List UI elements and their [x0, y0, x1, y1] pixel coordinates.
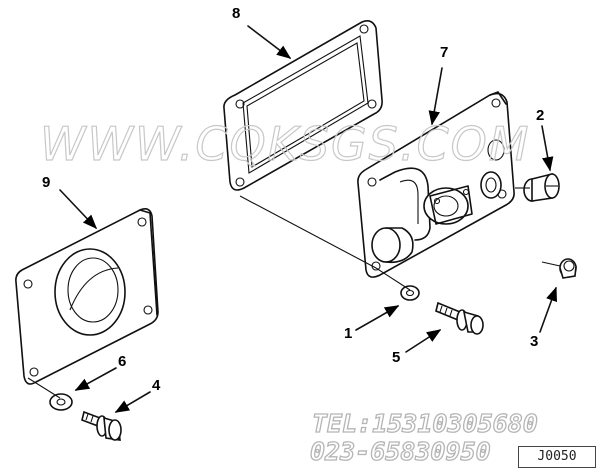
leader-arrow-5 — [405, 329, 442, 353]
callout-2: 2 — [536, 107, 544, 124]
washer-part-1 — [400, 285, 420, 301]
bolt-part-4 — [81, 410, 122, 441]
contact-phone: 023-65830950 — [310, 437, 491, 466]
leader-arrow-4 — [114, 391, 151, 413]
assembly-lines — [27, 187, 561, 399]
watermark-text: WWW.CQKSGS.COM — [40, 117, 531, 171]
drawing-number: J0050 — [537, 449, 577, 464]
callout-9: 9 — [42, 174, 50, 191]
callout-6: 6 — [118, 353, 126, 370]
leader-arrow-6 — [74, 367, 117, 391]
leader-arrow-8 — [247, 25, 292, 59]
leader-arrow-2 — [541, 125, 554, 172]
plug-part-2 — [523, 172, 560, 202]
callout-3: 3 — [530, 333, 538, 350]
leader-arrow-1 — [355, 305, 400, 331]
cover-part-7 — [357, 91, 515, 278]
leader-arrow-9 — [59, 189, 97, 230]
contact-tel: TEL:15310305680 — [312, 409, 538, 438]
callout-labels: 8 7 2 9 1 5 3 6 4 — [42, 5, 544, 394]
drawing-number-stamp: J0050 — [518, 446, 596, 468]
callout-1: 1 — [344, 325, 352, 342]
callout-8: 8 — [232, 5, 240, 22]
gasket-part-8 — [223, 20, 383, 191]
leader-arrow-7 — [428, 67, 443, 126]
plug-part-3 — [559, 258, 577, 279]
leader-arrow-3 — [539, 286, 557, 333]
bolt-part-5 — [435, 301, 484, 335]
callout-7: 7 — [440, 44, 448, 61]
washer-part-6 — [49, 393, 73, 411]
callout-5: 5 — [392, 349, 400, 366]
callout-4: 4 — [152, 377, 161, 394]
flange-plate-part-9 — [15, 208, 159, 385]
leader-arrows — [59, 25, 557, 413]
